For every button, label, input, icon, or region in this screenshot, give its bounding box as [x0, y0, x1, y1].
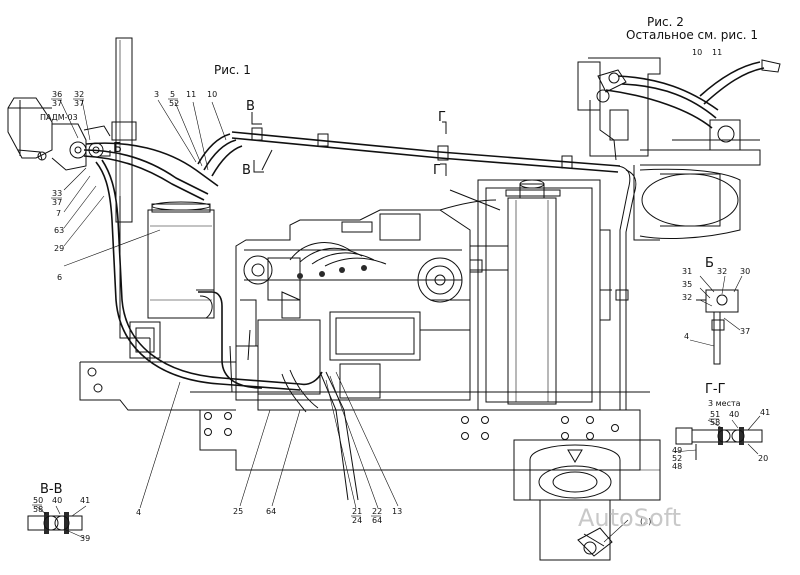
b-callout-31: 31 — [682, 267, 692, 276]
cut-mark-labels: Б В В Г Г — [113, 99, 446, 178]
callout-2-paren: (2) — [640, 517, 651, 526]
fig2-note: Остальное см. рис. 1 — [626, 28, 758, 42]
callout-11: 11 — [186, 90, 196, 99]
title-labels: Рис. 1 Рис. 2 Остальное см. рис. 1 Б Г-Г… — [40, 15, 758, 497]
callout-64: 64 — [372, 516, 382, 525]
bottom-nozzle — [577, 527, 613, 557]
b-callout-32b: 32 — [682, 293, 692, 302]
front-axle — [513, 439, 661, 561]
callout-52: 52 — [169, 99, 179, 108]
b-callout-37: 37 — [740, 327, 750, 336]
b-callout-32: 32 — [717, 267, 727, 276]
gg-callout-49: 49 — [672, 446, 682, 455]
section-vv-title: В-В — [40, 482, 63, 497]
callout-64: 64 — [266, 507, 276, 516]
vv-callout-40: 40 — [52, 496, 62, 505]
section-gg-note: 3 места — [708, 399, 741, 408]
fig2-title: Рис. 2 — [647, 15, 684, 29]
fig2-callout-11: 11 — [712, 48, 722, 57]
callout-32: 32 — [74, 90, 84, 99]
callout-37: 37 — [74, 99, 84, 108]
leader-lines — [59, 99, 629, 543]
callout-36: 36 — [52, 90, 62, 99]
cut-mark-v-bottom: В — [242, 163, 251, 178]
section-b-title: Б — [705, 256, 714, 271]
gg-callout-40: 40 — [729, 410, 739, 419]
section-vv-detail — [27, 505, 87, 539]
callout-37: 37 — [52, 99, 62, 108]
cut-markers — [100, 112, 447, 176]
b-callout-35: 35 — [682, 280, 692, 289]
callout-22: 22 — [372, 507, 382, 516]
radiator — [469, 179, 611, 411]
upper-hoses — [83, 133, 243, 201]
gg-callout-20: 20 — [758, 454, 768, 463]
tractor-frame — [79, 196, 650, 471]
vv-callout-58: 58 — [33, 505, 43, 514]
unit-label: ПАДМ-03 — [40, 113, 78, 122]
callout-6: 6 — [57, 273, 62, 282]
engine-block — [235, 209, 471, 401]
callout-3: 3 — [154, 90, 159, 99]
gg-callout-41: 41 — [760, 408, 770, 417]
gg-callout-51: 51 — [710, 410, 720, 419]
fig2-callout-10: 10 — [692, 48, 702, 57]
gg-callout-58: 58 — [710, 418, 720, 427]
callout-25: 25 — [233, 507, 243, 516]
gg-callout-48: 48 — [672, 462, 682, 471]
top-rail-tube — [231, 127, 637, 410]
main-view — [7, 37, 661, 561]
vv-callout-50: 50 — [33, 496, 43, 505]
main-hose-line — [95, 159, 323, 413]
cut-mark-v-top: В — [246, 99, 255, 114]
callout-5: 5 — [170, 90, 175, 99]
lower-pipes — [198, 291, 359, 501]
section-b-detail — [689, 275, 743, 365]
callout-37: 37 — [52, 198, 62, 207]
section-gg-detail — [673, 415, 763, 460]
vv-callout-41: 41 — [80, 496, 90, 505]
b-callout-30: 30 — [740, 267, 750, 276]
cut-mark-g-top: Г — [438, 110, 446, 125]
callout-7: 7 — [56, 209, 61, 218]
cut-mark-g-bottom: Г — [433, 163, 441, 178]
callout-21: 21 — [352, 507, 362, 516]
fig1-title: Рис. 1 — [214, 63, 251, 77]
section-gg-title: Г-Г — [705, 382, 726, 397]
b-callout-4: 4 — [684, 332, 689, 341]
hydraulic-unit — [7, 97, 111, 171]
watermark: AutoSoft — [578, 504, 681, 532]
callout-33: 33 — [52, 189, 62, 198]
callout-63: 63 — [54, 226, 64, 235]
callout-10: 10 — [207, 90, 217, 99]
vv-callout-39: 39 — [80, 534, 90, 543]
callout-29: 29 — [54, 244, 64, 253]
cut-mark-b: Б — [113, 141, 122, 156]
callout-labels: 36 37 32 37 3 5 52 11 10 33 37 7 63 29 6… — [32, 48, 770, 543]
callout-13: 13 — [392, 507, 402, 516]
callout-24: 24 — [352, 516, 362, 525]
gg-callout-52: 52 — [672, 454, 682, 463]
air-filter-canister — [147, 201, 215, 319]
callout-4: 4 — [136, 508, 141, 517]
fig2-detail — [577, 57, 781, 241]
